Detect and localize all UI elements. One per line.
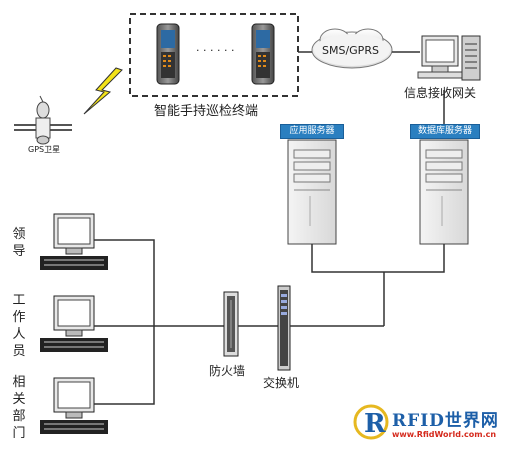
cloud-icon bbox=[311, 28, 393, 69]
db-server-label: 数据库服务器 bbox=[410, 124, 480, 139]
handheld-terminal-icon bbox=[156, 23, 180, 85]
rfidworld-logo: R RFID世界网 www.RfidWorld.com.cn bbox=[350, 402, 505, 444]
sms-gprs-label: SMS/GPRS bbox=[322, 44, 379, 57]
app-server-icon bbox=[287, 139, 337, 245]
handheld-dots: · · · · · · bbox=[196, 44, 235, 57]
handheld-group-box bbox=[129, 13, 299, 97]
app-server-label: 应用服务器 bbox=[280, 124, 344, 139]
firewall-icon bbox=[223, 291, 239, 357]
switch-icon bbox=[277, 285, 291, 371]
gps-satellite-icon bbox=[14, 95, 72, 145]
pc-icon-leader bbox=[40, 213, 108, 270]
dept-label: 相关部门 bbox=[12, 375, 26, 441]
pc-icon-staff bbox=[40, 295, 108, 352]
handheld-terminal-icon bbox=[251, 23, 275, 85]
db-server-icon bbox=[419, 139, 469, 245]
logo-url: www.RfidWorld.com.cn bbox=[392, 430, 497, 439]
pc-icon-dept bbox=[40, 377, 108, 434]
gateway-label: 信息接收网关 bbox=[404, 86, 477, 100]
gps-label: GPS卫星 bbox=[28, 145, 61, 154]
gateway-computer-icon bbox=[417, 35, 481, 81]
rfid-logo-icon: R bbox=[353, 404, 389, 440]
logo-brand: RFID世界网 bbox=[392, 411, 499, 431]
firewall-label: 防火墙 bbox=[209, 364, 246, 378]
handheld-label: 智能手持巡检终端 bbox=[154, 104, 259, 119]
server-links bbox=[311, 90, 445, 326]
switch-label: 交换机 bbox=[263, 376, 300, 390]
lightning-icon bbox=[83, 67, 123, 115]
leader-label: 领导 bbox=[12, 227, 26, 259]
pc-links bbox=[94, 239, 224, 405]
staff-label: 工作人员 bbox=[12, 293, 26, 359]
svg-text:R: R bbox=[364, 409, 386, 439]
